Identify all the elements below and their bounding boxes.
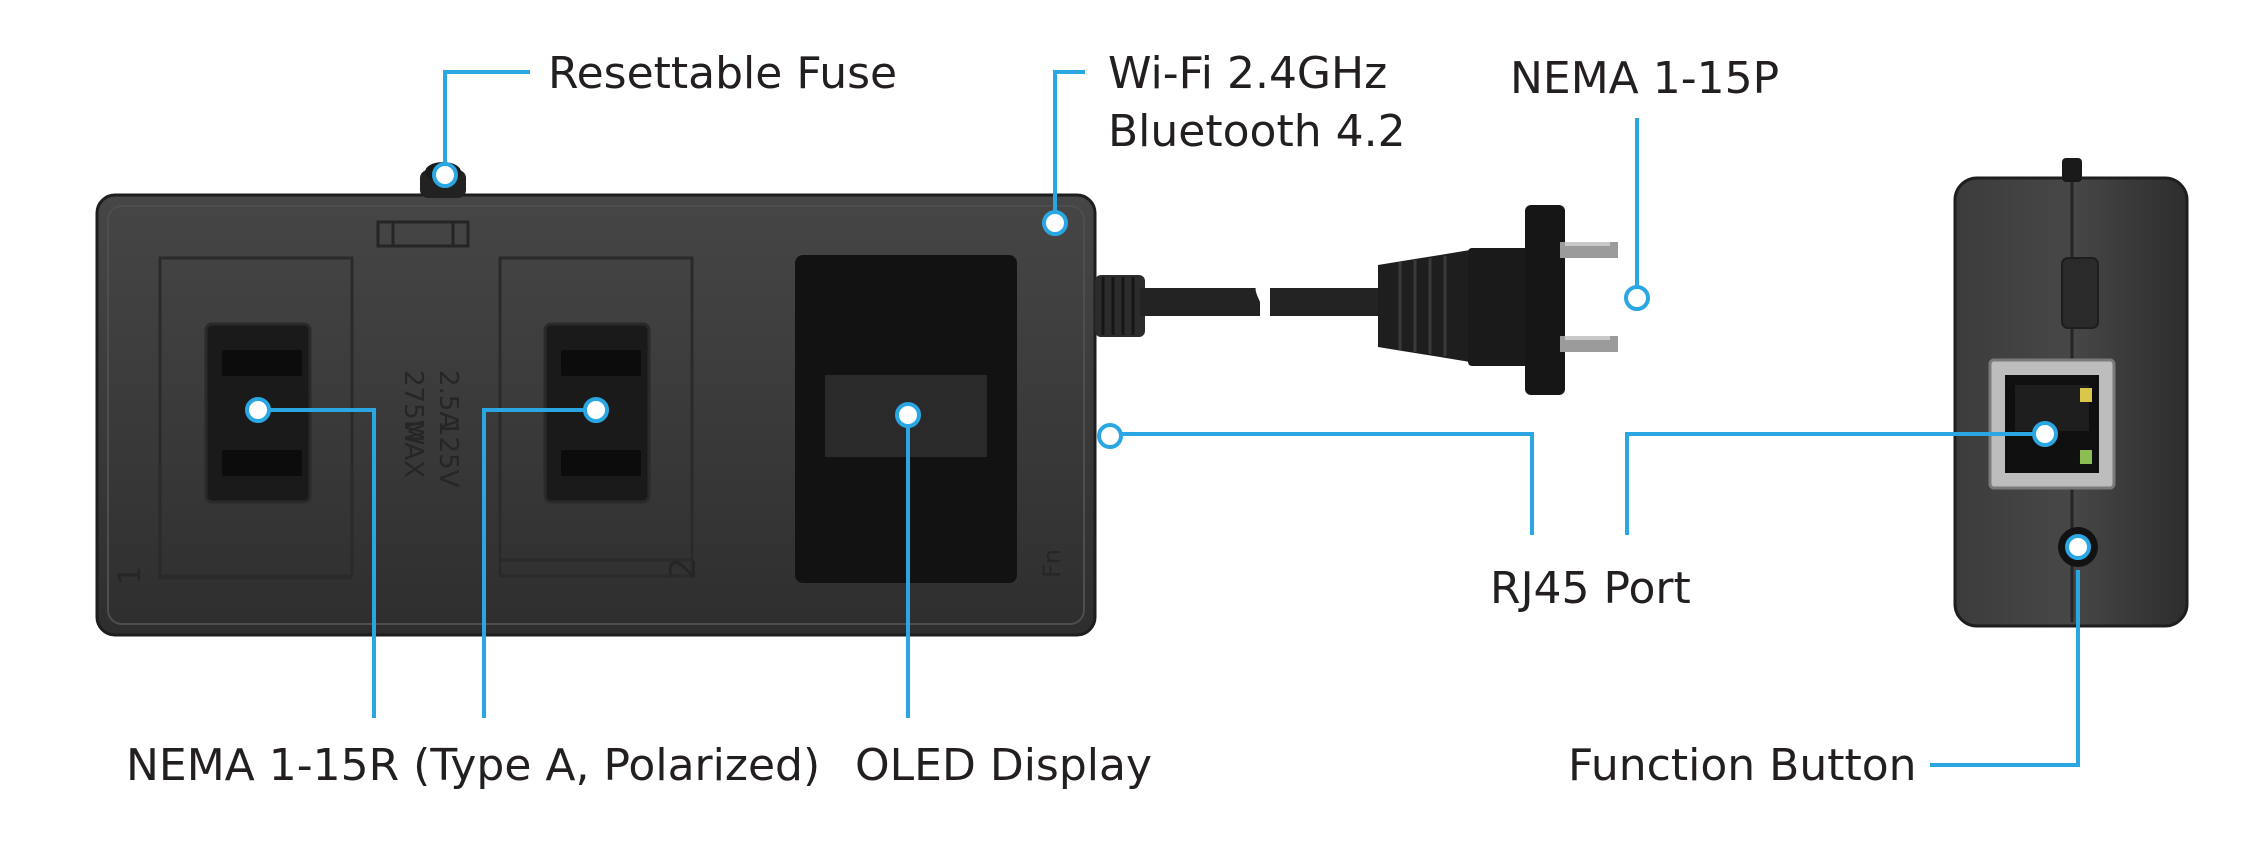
label-outlets: NEMA 1-15R (Type A, Polarized): [126, 740, 820, 791]
callout-fuse-line: [443, 70, 530, 175]
label-bluetooth: Bluetooth 4.2: [1108, 106, 1406, 157]
outlet-1-number: 1: [113, 566, 148, 585]
callout-dot-fuse: [432, 162, 458, 188]
label-function-button: Function Button: [1568, 740, 1917, 791]
callout-rj45-line-right: [1625, 432, 2045, 535]
fn-marking: Fn: [1038, 549, 1066, 578]
callout-dot-outlet1: [245, 397, 271, 423]
callout-function-line: [1930, 570, 2080, 767]
callout-dot-outlet2: [583, 397, 609, 423]
label-rj45: RJ45 Port: [1490, 563, 1691, 614]
label-wifi: Wi-Fi 2.4GHz: [1108, 48, 1387, 99]
callout-dot-wifi: [1042, 210, 1068, 236]
label-resettable-fuse: Resettable Fuse: [548, 48, 897, 99]
callout-dot-oled: [895, 402, 921, 428]
power-cord: [1095, 275, 1380, 337]
label-oled: OLED Display: [855, 740, 1152, 791]
callout-rj45-line-left: [1110, 432, 1534, 535]
fuse-symbol: [376, 220, 470, 248]
callout-outlet2-line: [482, 408, 595, 718]
callout-dot-rj45: [2032, 421, 2058, 447]
callout-dot-rj45-cord: [1097, 423, 1123, 449]
callout-dot-function: [2065, 534, 2091, 560]
rating-markings: 275W 2.5A MAX 125V: [398, 370, 463, 488]
callout-dot-plug: [1624, 285, 1650, 311]
voltage-marking: 125V: [433, 420, 463, 488]
label-plug: NEMA 1-15P: [1510, 53, 1779, 104]
labels: Resettable Fuse Wi-Fi 2.4GHz Bluetooth 4…: [126, 48, 1917, 791]
callout-wifi-line: [1053, 70, 1085, 220]
max-marking: 275W: [398, 370, 428, 445]
nema-plug: [1378, 205, 1618, 395]
max-label-marking: MAX: [398, 420, 428, 478]
callouts: [245, 70, 2091, 767]
outlet-2-number: 2: [663, 557, 704, 580]
callout-outlet1-line: [260, 408, 376, 718]
amp-marking: 2.5A: [433, 370, 463, 429]
